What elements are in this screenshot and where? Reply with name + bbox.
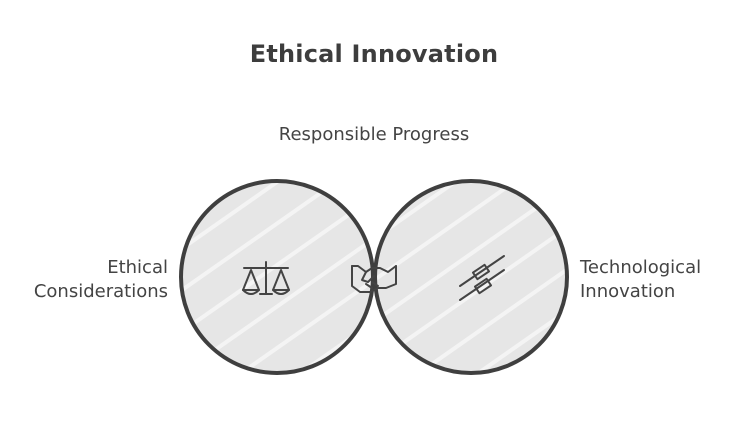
intersection-label: Responsible Progress — [278, 124, 470, 145]
handshake-icon — [351, 265, 397, 293]
right-set-circle — [373, 179, 569, 375]
right-set-label-line2: Innovation — [580, 281, 676, 302]
resistor-icon — [459, 255, 505, 301]
left-set-label-line1: Ethical — [107, 257, 168, 278]
right-set-circle-fill — [375, 181, 567, 373]
diagram-title: Ethical Innovation — [249, 40, 499, 68]
left-set-label: Ethical Considerations — [34, 256, 168, 304]
scales-icon — [242, 261, 290, 295]
right-set-label: Technological Innovation — [580, 256, 701, 304]
left-set-label-line2: Considerations — [33, 281, 168, 302]
left-set-circle-fill — [181, 181, 373, 373]
right-set-label-line1: Technological — [580, 257, 702, 278]
